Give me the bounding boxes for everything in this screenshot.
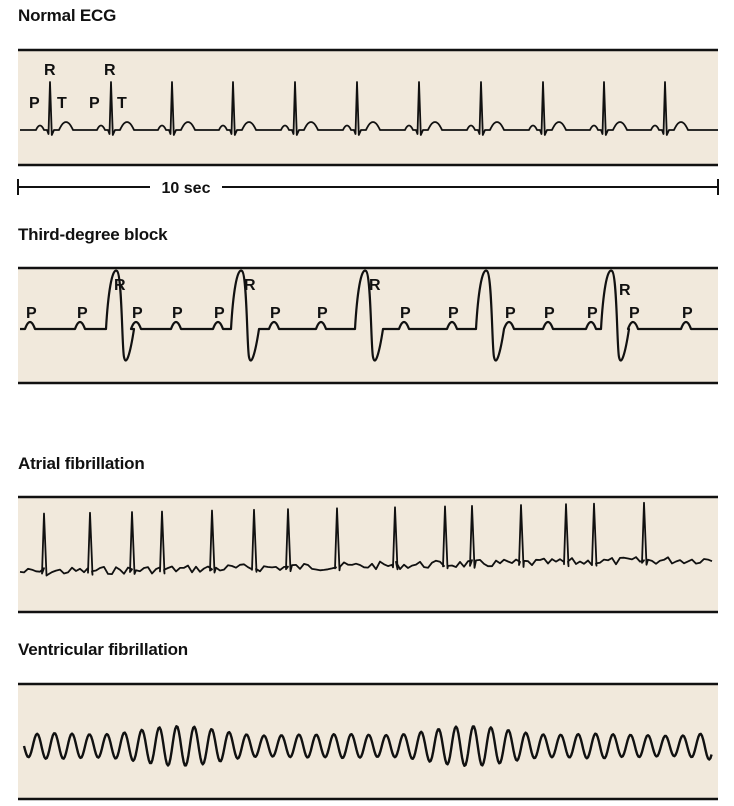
block-p-label-3: P <box>132 305 143 322</box>
block-p-label-11: P <box>544 305 555 322</box>
block-p-label-1: P <box>26 305 37 322</box>
block-p-label-9: P <box>448 305 459 322</box>
normal-p-label-1: P <box>29 95 40 112</box>
atrial-fibrillation-title: Atrial fibrillation <box>18 454 145 473</box>
ventricular-fibrillation-title: Ventricular fibrillation <box>18 640 188 659</box>
block-p-label-6: P <box>270 305 281 322</box>
third-degree-block-trace <box>20 269 718 362</box>
block-r-label-4: R <box>619 282 631 299</box>
normal-r-label-1: R <box>44 62 56 79</box>
time-scale-label: 10 sec <box>162 180 211 197</box>
atrial-fibrillation-strip <box>18 497 718 612</box>
block-p-label-8: P <box>400 305 411 322</box>
normal-ecg-strip <box>18 50 718 165</box>
time-scale-bar <box>17 179 719 195</box>
block-p-label-13: P <box>629 305 640 322</box>
block-p-label-5: P <box>214 305 225 322</box>
block-p-label-14: P <box>682 305 693 322</box>
third-degree-block-title: Third-degree block <box>18 225 168 244</box>
normal-t-label-2: T <box>117 95 127 112</box>
normal-t-label-1: T <box>57 95 67 112</box>
normal-r-label-2: R <box>104 62 116 79</box>
block-r-label-1: R <box>114 277 126 294</box>
ventricular-fibrillation-strip <box>18 684 718 799</box>
block-p-label-2: P <box>77 305 88 322</box>
atrial-fibrillation-trace <box>19 501 713 577</box>
normal-ecg-title: Normal ECG <box>18 6 117 25</box>
block-p-label-10: P <box>505 305 516 322</box>
normal-p-label-2: P <box>89 95 100 112</box>
block-p-label-4: P <box>172 305 183 322</box>
block-r-label-2: R <box>244 277 256 294</box>
block-p-label-12: P <box>587 305 598 322</box>
block-r-label-3: R <box>369 277 381 294</box>
normal-ecg-trace <box>20 81 718 136</box>
ventricular-fibrillation-trace <box>22 725 713 767</box>
block-p-label-7: P <box>317 305 328 322</box>
